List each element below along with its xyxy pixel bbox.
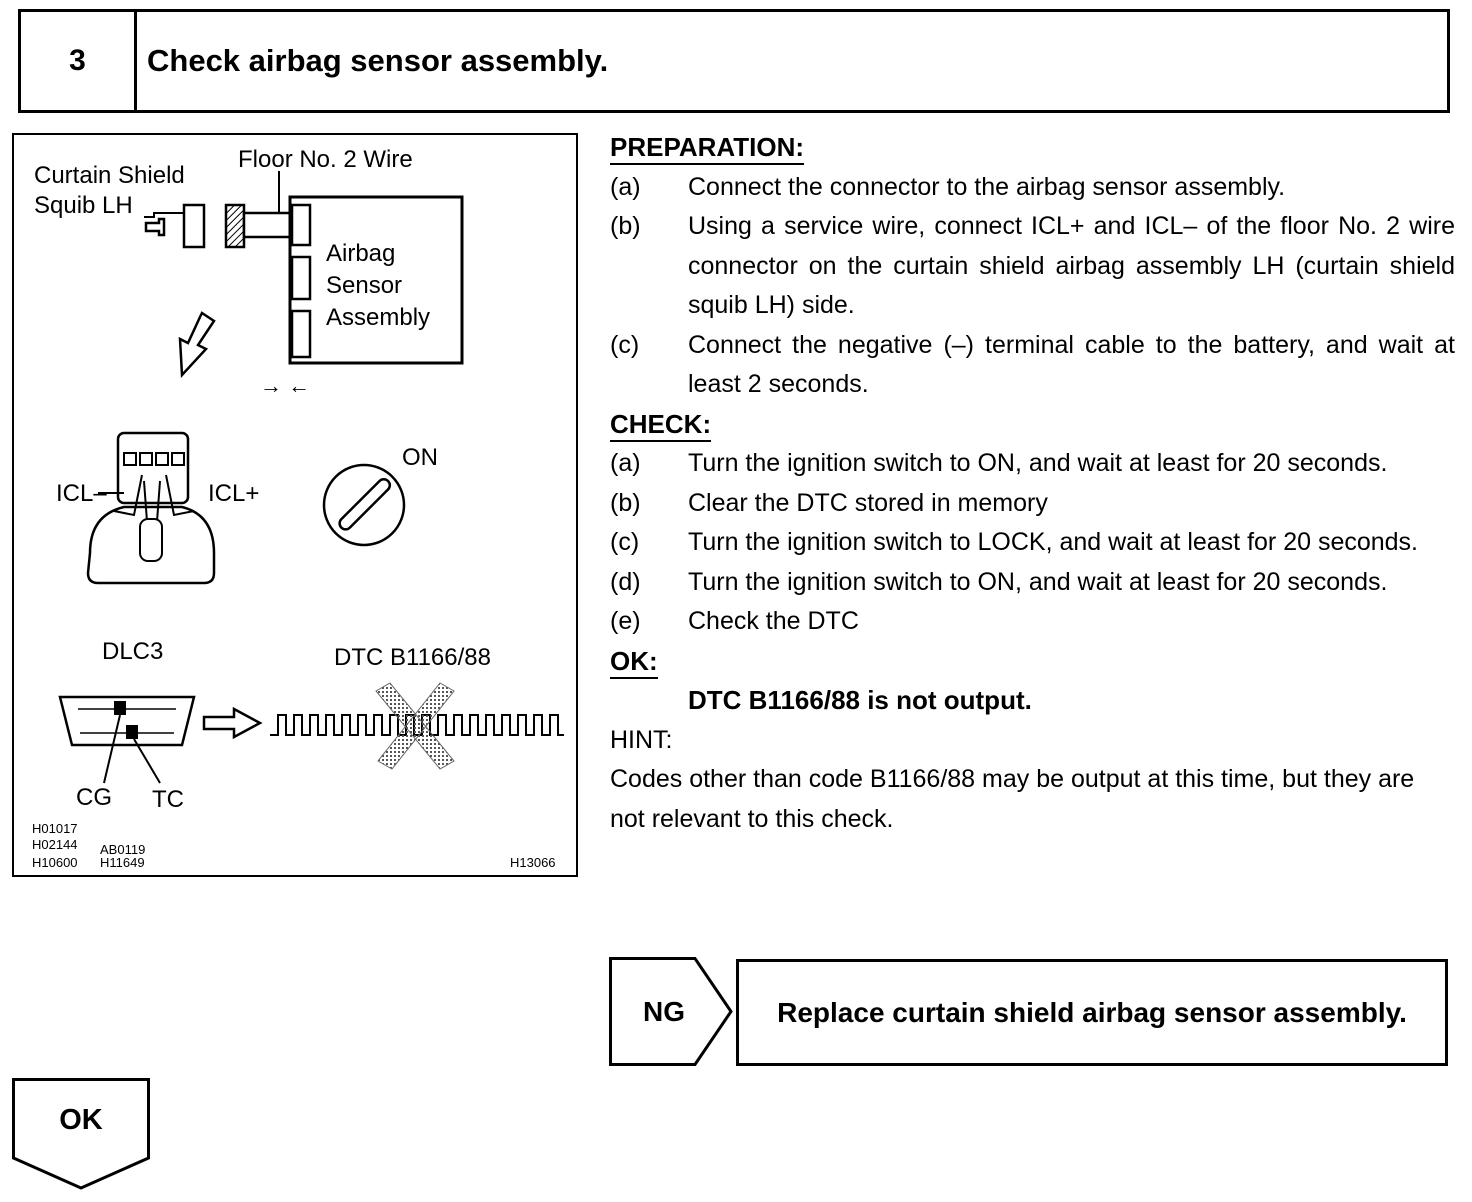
step-number: 3 bbox=[21, 12, 137, 110]
step-header: 3 Check airbag sensor assembly. bbox=[18, 9, 1450, 113]
list-item: (b)Using a service wire, connect ICL+ an… bbox=[610, 212, 1455, 319]
connect-arrows: → ← bbox=[260, 373, 310, 398]
ok-label: OK bbox=[59, 1103, 103, 1136]
figure-code: AB0119 bbox=[100, 842, 145, 857]
airbag-label: Airbag bbox=[326, 240, 395, 267]
list-item: (b)Clear the DTC stored in memory bbox=[610, 488, 1048, 517]
assembly-label: Assembly bbox=[326, 304, 430, 331]
floor-wire-label: Floor No. 2 Wire bbox=[238, 146, 413, 173]
ok-heading: OK: bbox=[610, 642, 1455, 682]
floor-wire-icon bbox=[242, 171, 294, 239]
cross-mark-icon bbox=[375, 682, 455, 770]
tc-label: TC bbox=[152, 786, 184, 813]
cg-label: CG bbox=[76, 784, 112, 811]
icl-minus-label: ICL– bbox=[56, 480, 107, 507]
ignition-switch-icon bbox=[322, 463, 406, 547]
list-item: (a)Turn the ignition switch to ON, and w… bbox=[610, 449, 1388, 477]
check-heading: CHECK: bbox=[610, 405, 1455, 445]
right-arrow-icon bbox=[202, 706, 263, 740]
down-arrow-icon bbox=[178, 311, 216, 379]
list-item: (c)Turn the ignition switch to LOCK, and… bbox=[610, 528, 1419, 556]
figure-panel: Curtain Shield Squib LH Floor No. 2 Wire… bbox=[12, 133, 578, 877]
curtain-shield-label: Curtain Shield bbox=[34, 162, 185, 189]
ng-action-box: Replace curtain shield airbag sensor ass… bbox=[736, 959, 1448, 1066]
squib-lh-label: Squib LH bbox=[34, 192, 133, 219]
on-label: ON bbox=[402, 444, 438, 471]
dlc3-label: DLC3 bbox=[102, 638, 163, 665]
dlc3-connector-icon bbox=[58, 695, 196, 784]
list-item: (c)Connect the negative (–) terminal cab… bbox=[610, 330, 1455, 399]
sensor-label: Sensor bbox=[326, 272, 402, 299]
figure-code: H13066 bbox=[510, 855, 556, 870]
figure-code: H02144 bbox=[32, 837, 78, 852]
step-title: Check airbag sensor assembly. bbox=[147, 43, 609, 78]
ok-arrow-icon bbox=[12, 1078, 150, 1190]
hint-text: Codes other than code B1166/88 may be ou… bbox=[610, 765, 1415, 833]
list-item: (d)Turn the ignition switch to ON, and w… bbox=[610, 567, 1388, 596]
ng-tag-icon bbox=[609, 957, 733, 1066]
procedure-text: PREPARATION: (a)Connect the connector to… bbox=[610, 128, 1455, 839]
airbag-sensor-assembly-icon bbox=[288, 195, 464, 365]
ng-label: NG bbox=[643, 995, 685, 1027]
icl-plus-label: ICL+ bbox=[208, 480, 259, 507]
service-wire-connector-icon bbox=[86, 431, 216, 585]
diagram-illustration: Curtain Shield Squib LH Floor No. 2 Wire… bbox=[32, 146, 564, 870]
squib-connector-icon bbox=[144, 203, 246, 249]
figure-code: H11649 bbox=[100, 855, 145, 870]
figure-code: H10600 bbox=[32, 855, 78, 870]
dtc-label: DTC B1166/88 bbox=[334, 644, 491, 671]
list-item: (a)Connect the connector to the airbag s… bbox=[610, 172, 1286, 201]
list-item: (e)Check the DTC bbox=[610, 607, 859, 635]
ok-result: DTC B1166/88 is not output. bbox=[688, 685, 1032, 715]
hint-heading: HINT: bbox=[610, 725, 673, 754]
figure-code: H01017 bbox=[32, 821, 78, 836]
preparation-heading: PREPARATION: bbox=[610, 128, 1455, 168]
